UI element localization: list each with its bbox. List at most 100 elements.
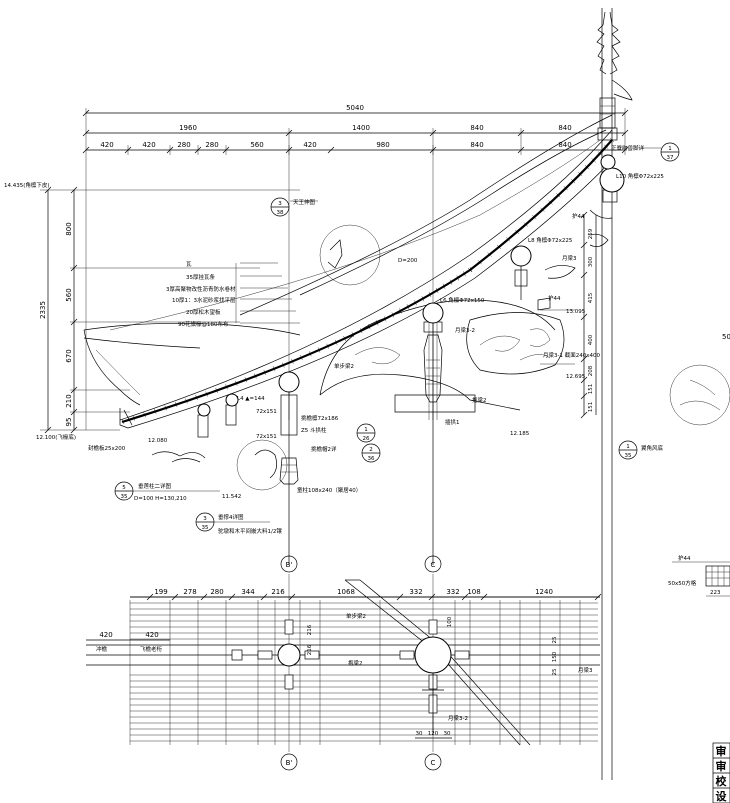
svg-text:35: 35 bbox=[121, 494, 128, 500]
plan-vert2-1: 100 bbox=[447, 616, 453, 627]
label-moon32: 月梁3-2 bbox=[455, 326, 475, 334]
ref-bubble-5: 5 35 bbox=[114, 481, 134, 501]
label-72x151b: 72x151 bbox=[256, 434, 277, 440]
label-l8: L8 角檩Φ72x225 bbox=[528, 236, 573, 244]
dim-right-1: 259 bbox=[588, 228, 594, 239]
label-bao2: 抱梁2 bbox=[472, 396, 487, 404]
right-dimension-lines: 259 300 415 400 208 151 151 bbox=[580, 211, 597, 419]
label-step2: 单步梁2 bbox=[334, 362, 354, 370]
structure bbox=[151, 189, 618, 565]
elev-12695: 12.695 bbox=[566, 374, 586, 380]
plan-dim-5: 216 bbox=[271, 588, 285, 596]
dim-l2-5: 560 bbox=[250, 141, 263, 149]
dim-right-2: 300 bbox=[588, 256, 594, 267]
label-d100: D=100 H=130,210 bbox=[134, 496, 187, 502]
plan-view: 199 278 280 344 216 1068 332 332 108 124… bbox=[86, 579, 602, 746]
label-tuodun: 驼墩和木平间嵌大料1/2镶 bbox=[218, 527, 282, 535]
dim-left-5: 95 bbox=[65, 418, 73, 427]
plan-label-moon3: 月梁3 bbox=[578, 666, 593, 674]
elev-14435: 14.435(角檩下皮) bbox=[4, 181, 50, 189]
label-column: 童柱108x240（聚居40） bbox=[297, 486, 361, 494]
ref-bubble-4: 2 36 bbox=[361, 443, 381, 463]
svg-text:1: 1 bbox=[364, 427, 368, 433]
svg-text:3: 3 bbox=[203, 516, 207, 522]
title-block: 审 审 校 设 bbox=[712, 742, 730, 803]
plan-bottom-1: 30 bbox=[416, 731, 423, 737]
svg-text:1: 1 bbox=[668, 146, 672, 152]
elev-13095: 13.095 bbox=[566, 309, 586, 315]
grid-c-bottom: C bbox=[431, 759, 436, 767]
label-l10: L10 角檩Φ72x225 bbox=[616, 172, 664, 180]
dim-l1-2: 1400 bbox=[352, 124, 370, 132]
dim-left-1: 800 bbox=[65, 222, 73, 235]
label-detail3: 垂撑4详图 bbox=[218, 513, 244, 521]
plan-bottom-2: 120 bbox=[428, 731, 439, 737]
plan-vert2-4: 25 bbox=[552, 668, 558, 675]
label-moon3: 月梁3 bbox=[562, 254, 577, 262]
svg-text:37: 37 bbox=[667, 155, 674, 161]
grid-b-bottom: B' bbox=[286, 759, 293, 767]
plan-column-b bbox=[277, 643, 301, 667]
label-l4: L4 ▲=144 bbox=[237, 396, 265, 402]
plan-dim-4: 344 bbox=[241, 588, 255, 596]
dim-right-5: 208 bbox=[588, 365, 594, 376]
right-partial-detail: 护44 50x50方格 223 bbox=[668, 554, 730, 597]
grid-c-top: C bbox=[431, 561, 436, 569]
plan-dim-2: 278 bbox=[183, 588, 196, 596]
label-wing44b: 护44 bbox=[548, 294, 561, 302]
plan-label-step: 单步梁2 bbox=[346, 612, 366, 620]
annotations: 瓦 35厚挂瓦条 3厚高聚物改性沥青防水卷材 10厚1：3水泥砂浆找平层 20厚… bbox=[88, 144, 730, 535]
roof-layer-6: 90花旗椽@180布布 bbox=[178, 320, 229, 328]
label-flyrafter: 封檐板25x200 bbox=[88, 444, 126, 452]
dim-overall: 5040 bbox=[346, 104, 364, 112]
plan-vert2-3: 150 bbox=[552, 651, 558, 662]
roof-layer-1: 瓦 bbox=[186, 261, 192, 268]
plan-label-flying: 冲檐 bbox=[96, 645, 108, 653]
title-block-1: 审 bbox=[716, 744, 727, 758]
plan-bottom-3: 30 bbox=[444, 731, 451, 737]
elev-12185: 12.185 bbox=[510, 431, 530, 437]
roof-layer-3: 3厚高聚物改性沥青防水卷材 bbox=[166, 285, 236, 293]
ref-bubbles: 1 37 3 38 1 26 2 36 5 35 bbox=[114, 142, 680, 532]
label-right-50: 50 bbox=[722, 333, 730, 341]
label-d200: D=200 bbox=[398, 258, 418, 264]
ref-bubble-1: 1 37 bbox=[660, 142, 680, 162]
roof-layer-5: 20厚松木望板 bbox=[186, 308, 221, 316]
label-72x151: 72x151 bbox=[256, 409, 277, 415]
ref-bubble-2: 3 38 bbox=[270, 197, 290, 217]
plan-dim-6: 1068 bbox=[337, 588, 355, 596]
svg-text:35: 35 bbox=[202, 525, 209, 531]
plan-dim-3: 280 bbox=[210, 588, 223, 596]
dim-l2-2: 420 bbox=[142, 141, 155, 149]
dim-right-4: 400 bbox=[588, 334, 594, 345]
dim-l1-1: 1960 bbox=[179, 124, 197, 132]
plan-vert2-2: 25 bbox=[552, 636, 558, 643]
left-dimension-lines: 2335 800 560 670 210 95 14.435(角檩下皮) 12.… bbox=[4, 181, 300, 441]
leader-lines bbox=[133, 147, 661, 523]
label-z5: Z5 斗拱柱 bbox=[301, 426, 327, 434]
plan-vert-2: 216 bbox=[307, 644, 313, 655]
plan-vertical-hatch bbox=[129, 600, 581, 745]
roof-layer-2: 35厚挂瓦条 bbox=[186, 273, 215, 281]
dim-l1-3: 840 bbox=[470, 124, 483, 132]
label-r223: 223 bbox=[710, 590, 721, 596]
title-block-2: 审 bbox=[716, 759, 727, 773]
elev-12080: 12.080 bbox=[148, 438, 168, 444]
dim-l2-6: 420 bbox=[303, 141, 316, 149]
purlin-circles bbox=[197, 154, 625, 417]
dim-left-3: 670 bbox=[65, 349, 73, 362]
label-l6: L6 角檩Φ72x150 bbox=[440, 296, 485, 304]
dim-l2-1: 420 bbox=[100, 141, 113, 149]
eave-board bbox=[83, 322, 301, 406]
ref-bubble-6: 3 35 bbox=[195, 512, 215, 532]
dim-l2-3: 280 bbox=[177, 141, 190, 149]
title-block-3: 校 bbox=[716, 774, 728, 788]
elev-12100: 12.100(飞椽底) bbox=[36, 433, 76, 441]
ref-bubble-7: 1 35 bbox=[618, 440, 638, 460]
plan-vert-1: 216 bbox=[307, 624, 313, 635]
roof-layer-4: 10厚1：3水泥砂浆找平层 bbox=[172, 296, 236, 304]
svg-text:2: 2 bbox=[369, 447, 373, 453]
small-brackets bbox=[151, 404, 277, 479]
dim-right-6: 151 bbox=[588, 384, 594, 395]
